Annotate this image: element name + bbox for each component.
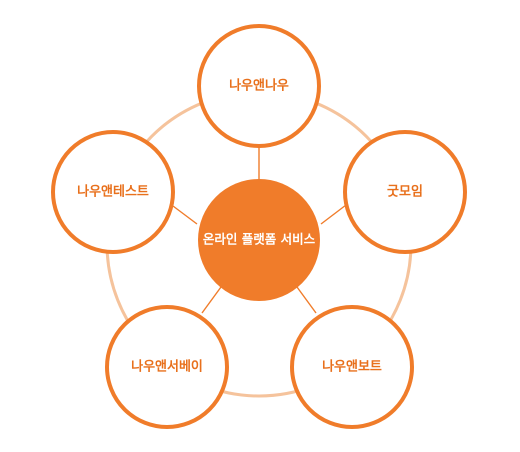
connector-lines	[172, 146, 347, 314]
node-nownvote-label: 나우앤보트	[322, 359, 382, 375]
center-hub-label: 온라인 플랫폼 서비스	[203, 232, 316, 247]
node-nownnow-label: 나우앤나우	[229, 78, 289, 94]
node-goodmoim[interactable]: 굿모임	[343, 130, 467, 254]
node-nownnow-circle	[197, 24, 321, 148]
node-nownsurvey[interactable]: 나우앤서베이	[105, 305, 229, 429]
node-goodmoim-label: 굿모임	[387, 185, 423, 200]
node-nowntest-circle	[51, 130, 175, 254]
node-goodmoim-circle	[343, 130, 467, 254]
node-nownnow[interactable]: 나우앤나우	[197, 24, 321, 148]
node-nownsurvey-circle	[105, 305, 229, 429]
connector-nowntest	[172, 205, 198, 225]
node-nownsurvey-label: 나우앤서베이	[131, 359, 203, 375]
node-nowntest[interactable]: 나우앤테스트	[51, 130, 175, 254]
node-nownvote-circle	[290, 305, 414, 429]
node-nowntest-label: 나우앤테스트	[77, 184, 149, 200]
center-hub[interactable]: 온라인 플랫폼 서비스	[198, 179, 320, 301]
connector-goodmoim	[320, 204, 347, 225]
connector-nownvote	[296, 286, 317, 314]
node-nownvote[interactable]: 나우앤보트	[290, 305, 414, 429]
center-hub-circle	[198, 179, 320, 301]
connector-nownsurvey	[201, 286, 222, 314]
